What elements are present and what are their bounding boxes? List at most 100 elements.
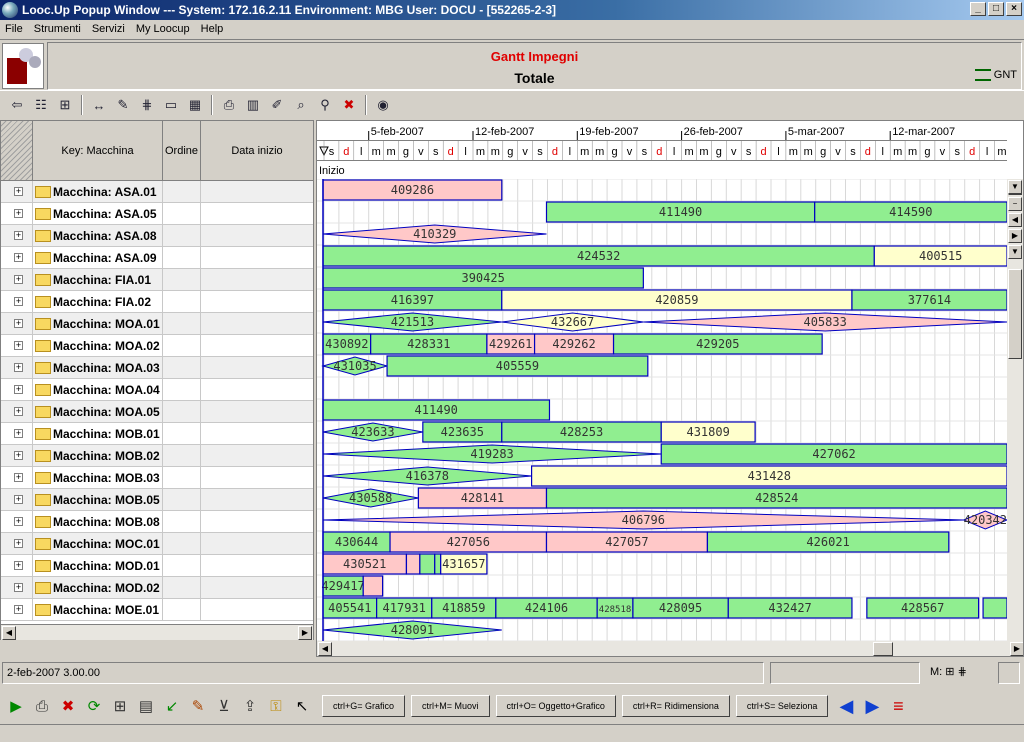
gantt-scroll-left[interactable]: ◀	[318, 642, 332, 656]
table-row[interactable]: +Macchina: ASA.09	[1, 247, 313, 269]
edit-icon[interactable]: ✎	[191, 698, 205, 715]
column-header-key[interactable]: Key: Macchina	[33, 121, 163, 181]
table-row[interactable]: +Macchina: MOE.01	[1, 599, 313, 621]
scroll-prev-arrow[interactable]: ◀	[1008, 213, 1022, 227]
menu-my-loocup[interactable]: My Loocup	[135, 23, 190, 35]
menu-servizi[interactable]: Servizi	[91, 23, 125, 35]
refresh-icon[interactable]: ⟳	[87, 698, 101, 715]
expand-toggle-icon[interactable]: +	[14, 296, 23, 306]
run-icon[interactable]: ▶	[10, 698, 22, 715]
filter-icon[interactable]: ⚲	[320, 97, 330, 112]
tree-icon[interactable]: ⊞	[113, 698, 127, 715]
maximize-button[interactable]: □	[988, 2, 1004, 16]
hierarchy-icon[interactable]: ⊞	[945, 666, 955, 678]
search-icon[interactable]: ⌕	[297, 97, 305, 112]
table-row[interactable]: +Macchina: FIA.01	[1, 269, 313, 291]
split-icon[interactable]: ▤	[138, 698, 154, 715]
table-row[interactable]: +Macchina: MOB.02	[1, 445, 313, 467]
expand-toggle-icon[interactable]: +	[14, 406, 23, 416]
table-row[interactable]: +Macchina: ASA.08	[1, 225, 313, 247]
gantt-bar[interactable]	[545, 487, 1008, 509]
delete-icon[interactable]: ✖	[343, 97, 355, 112]
back-icon[interactable]: ⇦	[11, 97, 23, 112]
cancel-icon[interactable]: ✖	[61, 698, 75, 715]
export-icon[interactable]: ↙	[165, 698, 179, 715]
expand-toggle-icon[interactable]: +	[14, 208, 23, 218]
table-row[interactable]: +Macchina: ASA.01	[1, 181, 313, 203]
gantt-bar[interactable]	[660, 421, 756, 443]
gantt-vertical-scrollbar[interactable]: + − ◀ ▶ ▼ ▼	[1007, 179, 1023, 641]
scroll-bottom-arrow[interactable]: ▼	[1008, 180, 1022, 194]
table-icon[interactable]: ▥	[246, 97, 260, 112]
scroll-down-arrow[interactable]: ▼	[1008, 245, 1022, 259]
expand-toggle-icon[interactable]: +	[14, 560, 23, 570]
print-icon[interactable]: ⎙	[223, 97, 235, 112]
menu-icon[interactable]: ≡	[893, 695, 904, 716]
shortcut-button-2[interactable]: ctrl+M= Muovi	[411, 695, 490, 717]
edit-icon[interactable]: ✐	[271, 97, 283, 112]
table-row[interactable]: +Macchina: MOC.01	[1, 533, 313, 555]
close-button[interactable]: ×	[1006, 2, 1022, 16]
menu-help[interactable]: Help	[200, 23, 224, 35]
table-row[interactable]: +Macchina: MOB.03	[1, 467, 313, 489]
gantt-bar[interactable]	[362, 575, 384, 597]
expand-toggle-icon[interactable]: +	[14, 318, 23, 328]
minimize-button[interactable]: _	[970, 2, 986, 16]
table-row[interactable]: +Macchina: FIA.02	[1, 291, 313, 313]
gantt-bar[interactable]	[660, 443, 1007, 465]
gantt-bar-diamond[interactable]	[962, 510, 1007, 530]
grid-icon[interactable]: ▦	[188, 97, 202, 112]
gantt-bar[interactable]	[531, 465, 1007, 487]
table-row[interactable]: +Macchina: ASA.05	[1, 203, 313, 225]
expand-toggle-icon[interactable]: +	[14, 186, 23, 196]
shortcut-button-5[interactable]: ctrl+S= Seleziona	[735, 695, 829, 717]
gnt-mode[interactable]: GNT	[974, 69, 1017, 81]
gantt-scroll-right[interactable]: ▶	[1010, 642, 1023, 656]
shortcut-button-4[interactable]: ctrl+R= Ridimensiona	[621, 695, 730, 717]
gantt-bar[interactable]	[982, 597, 1007, 619]
expand-toggle-icon[interactable]: +	[14, 582, 23, 592]
table-row[interactable]: +Macchina: MOB.08	[1, 511, 313, 533]
grid-icon[interactable]: ⋕	[957, 666, 967, 678]
zoom-out-button[interactable]: −	[1008, 197, 1022, 211]
gantt-bar[interactable]	[866, 597, 980, 619]
gantt-bar[interactable]	[727, 597, 853, 619]
column-header-ordine[interactable]: Ordine	[163, 121, 201, 181]
tree-icon[interactable]: ☷	[35, 97, 47, 112]
expand-toggle-icon[interactable]: +	[14, 274, 23, 284]
gantt-bar-diamond[interactable]	[322, 620, 502, 640]
expand-toggle-icon[interactable]: +	[14, 494, 23, 504]
shortcut-button-1[interactable]: ctrl+G= Grafico	[322, 695, 406, 717]
scroll-right-arrow[interactable]: ▶	[298, 626, 312, 640]
expand-toggle-icon[interactable]: +	[14, 362, 23, 372]
horizontal-scroll-thumb[interactable]	[873, 642, 893, 656]
expand-toggle-icon[interactable]: +	[14, 516, 23, 526]
gantt-bar[interactable]	[405, 553, 421, 575]
scroll-next-arrow[interactable]: ▶	[1008, 229, 1022, 243]
expand-toggle-icon[interactable]: +	[14, 340, 23, 350]
expand-toggle-icon[interactable]: +	[14, 450, 23, 460]
expand-toggle-icon[interactable]: +	[14, 472, 23, 482]
table-row[interactable]: +Macchina: MOB.01	[1, 423, 313, 445]
next-icon[interactable]: ▶	[865, 695, 880, 716]
upload-icon[interactable]: ⇪	[243, 698, 257, 715]
gantt-bar[interactable]	[386, 355, 649, 377]
gantt-bar[interactable]	[851, 289, 1007, 311]
print-icon[interactable]: ⎙	[35, 697, 48, 715]
gantt-bar-diamond[interactable]	[322, 224, 547, 244]
expand-toggle-icon[interactable]: +	[14, 604, 23, 614]
columns-icon[interactable]: ⋕	[141, 97, 153, 112]
table-row[interactable]: +Macchina: MOA.04	[1, 379, 313, 401]
expand-toggle-icon[interactable]: +	[14, 538, 23, 548]
menu-strumenti[interactable]: Strumenti	[33, 23, 81, 35]
expand-toggle-icon[interactable]: +	[14, 384, 23, 394]
pencil-arrow-icon[interactable]: ✎	[117, 97, 129, 112]
table-row[interactable]: +Macchina: MOB.05	[1, 489, 313, 511]
scroll-left-arrow[interactable]: ◀	[2, 626, 16, 640]
vertical-scroll-thumb[interactable]	[1008, 269, 1022, 359]
gantt-bar[interactable]	[440, 553, 488, 575]
gantt-bar[interactable]	[434, 553, 442, 575]
prev-icon[interactable]: ◀	[839, 695, 854, 716]
gantt-horizontal-scrollbar[interactable]: ◀ ▶	[317, 641, 1023, 656]
